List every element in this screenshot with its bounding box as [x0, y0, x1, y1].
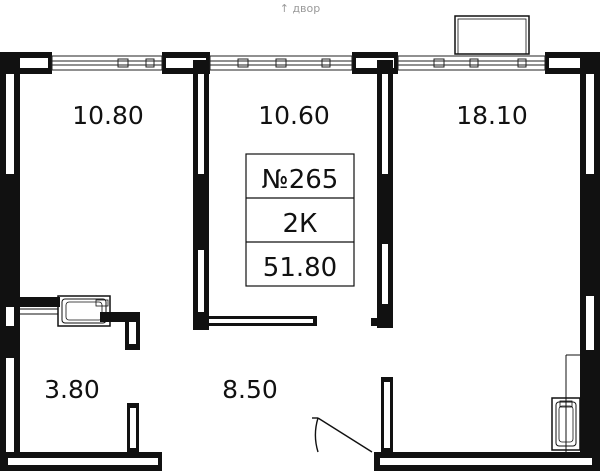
exterior-walls [0, 52, 600, 471]
yard-direction-label: ↑ двор [280, 2, 321, 15]
apartment-info-box: №265 2К 51.80 [245, 153, 355, 287]
hall-area: 8.50 [222, 375, 278, 404]
room-3-area: 18.10 [456, 101, 528, 130]
window-room-2 [209, 55, 353, 71]
apartment-total-area: 51.80 [263, 253, 337, 283]
kitchen-stove [551, 354, 581, 452]
apartment-type: 2К [282, 209, 317, 239]
room-2-area: 10.60 [258, 101, 330, 130]
balcony [454, 15, 530, 55]
windows [51, 55, 546, 71]
bathtub [20, 295, 111, 327]
apartment-number: №265 [262, 165, 339, 195]
entrance-door [312, 417, 373, 453]
window-room-1 [51, 55, 163, 71]
bathroom-area: 3.80 [44, 375, 100, 404]
interior-walls [0, 60, 393, 453]
room-1-area: 10.80 [72, 101, 144, 130]
window-room-3 [397, 55, 546, 71]
